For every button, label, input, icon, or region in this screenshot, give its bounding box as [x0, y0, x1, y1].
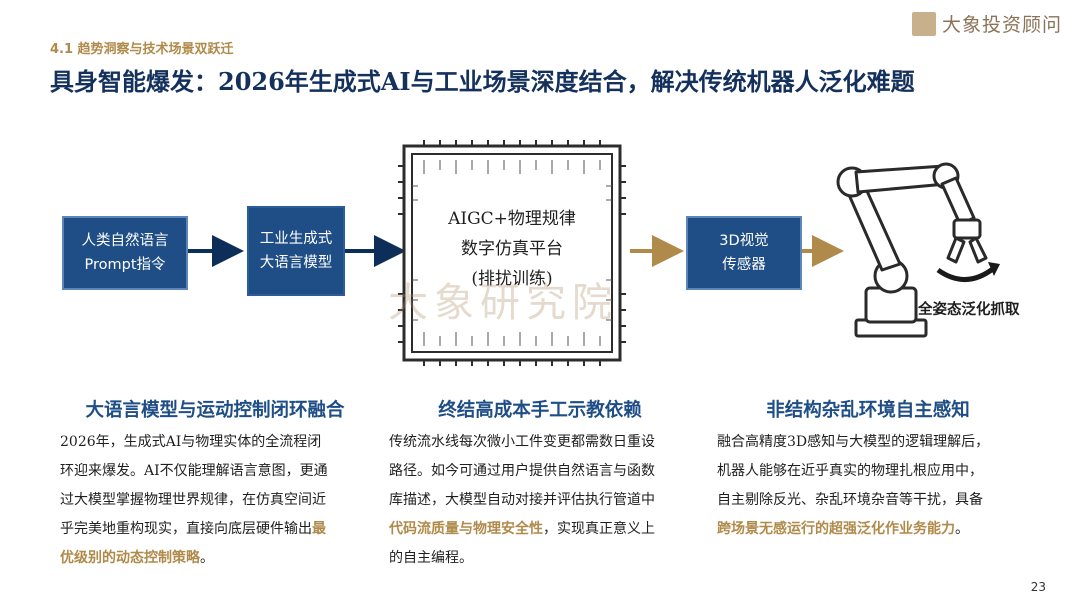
- col2-line3: 库描述，大模型自动对接并评估执行管道中: [389, 492, 655, 508]
- col3-heading: 非结构杂乱环境自主感知: [766, 400, 970, 421]
- col1-line3: 过大模型掌握物理世界规律，在仿真空间近: [60, 492, 326, 508]
- chip-line2: 数字仿真平台: [461, 239, 563, 259]
- llm-line1: 工业生成式: [259, 231, 333, 247]
- col3-line2: 机器人能够在近乎真实的物理扎根应用中，: [717, 463, 983, 479]
- section-label: 4.1 趋势洞察与技术场景双跃迁: [50, 42, 234, 57]
- col1-highlight-tail: 优级别的动态控制策略: [60, 550, 200, 566]
- col2-body: 传统流水线每次微小工件变更都需数日重设 路径。如今可通过用户提供自然语言与函数 …: [389, 428, 709, 573]
- col1-line4: 乎完美地重构现实，直接向底层硬件输出最: [60, 515, 380, 544]
- col1-line1: 2026年，生成式AI与物理实体的全流程闭: [60, 434, 322, 450]
- col3-tail: 。: [955, 521, 969, 537]
- col2-heading: 终结高成本手工示教依赖: [438, 400, 642, 421]
- col2-line5: 的自主编程。: [389, 550, 473, 566]
- col1-line5: 优级别的动态控制策略。: [60, 544, 380, 573]
- sensor-box: 3D视觉 传感器: [686, 216, 802, 290]
- col1-body: 2026年，生成式AI与物理实体的全流程闭 环迎来爆发。AI不仅能理解语言意图，…: [60, 428, 380, 573]
- col3-line1: 融合高精度3D感知与大模型的逻辑理解后，: [717, 434, 990, 450]
- input-prompt-line1: 人类自然语言: [81, 233, 169, 249]
- chip-line3: (排扰训练): [471, 269, 553, 289]
- col1-line2: 环迎来爆发。AI不仅能理解语言意图，更通: [60, 463, 328, 479]
- input-prompt-line2: Prompt指令: [84, 257, 166, 273]
- col1-line4-text: 乎完美地重构现实，直接向底层硬件输出: [60, 521, 312, 537]
- col3-line3: 自主剔除反光、杂乱环境杂音等干扰，具备: [717, 492, 983, 508]
- page-title: 具身智能爆发：2026年生成式AI与工业场景深度结合，解决传统机器人泛化难题: [50, 67, 915, 96]
- brand: 大象投资顾问: [911, 10, 1062, 37]
- col1-highlight-head: 最: [312, 521, 326, 537]
- col2-after-highlight: ，实现真正意义上: [543, 521, 655, 537]
- brand-name: 大象投资顾问: [941, 14, 1062, 36]
- llm-line2: 大语言模型: [259, 255, 333, 271]
- col2-line1: 传统流水线每次微小工件变更都需数日重设: [389, 434, 655, 450]
- col3-line4: 跨场景无感运行的超强泛化作业务能力。: [717, 515, 1047, 544]
- brand-logo-icon: [911, 11, 936, 36]
- col3-body: 融合高精度3D感知与大模型的逻辑理解后， 机器人能够在近乎真实的物理扎根应用中，…: [717, 428, 1047, 544]
- col2-line2: 路径。如今可通过用户提供自然语言与函数: [389, 463, 655, 479]
- col3-highlight: 跨场景无感运行的超强泛化作业务能力: [717, 521, 955, 537]
- page-number: 23: [1030, 580, 1046, 594]
- robot-arm-icon: [836, 162, 1000, 338]
- sensor-line2: 传感器: [722, 257, 766, 273]
- input-prompt-box: 人类自然语言 Prompt指令: [62, 216, 188, 290]
- col2-highlight: 代码流质量与物理安全性: [389, 521, 543, 537]
- simulation-platform-label: AIGC+物理规律 数字仿真平台 (排扰训练): [420, 176, 604, 322]
- watermark: 大象研究院: [388, 280, 618, 326]
- chip-line1: AIGC+物理规律: [448, 209, 576, 229]
- llm-box: 工业生成式 大语言模型: [247, 206, 345, 296]
- col1-tail: 。: [200, 550, 214, 566]
- grasp-label: 全姿态泛化抓取: [918, 302, 1020, 318]
- sensor-line1: 3D视觉: [719, 233, 769, 249]
- col2-line4: 代码流质量与物理安全性，实现真正意义上: [389, 515, 709, 544]
- col1-heading: 大语言模型与运动控制闭环融合: [85, 400, 345, 421]
